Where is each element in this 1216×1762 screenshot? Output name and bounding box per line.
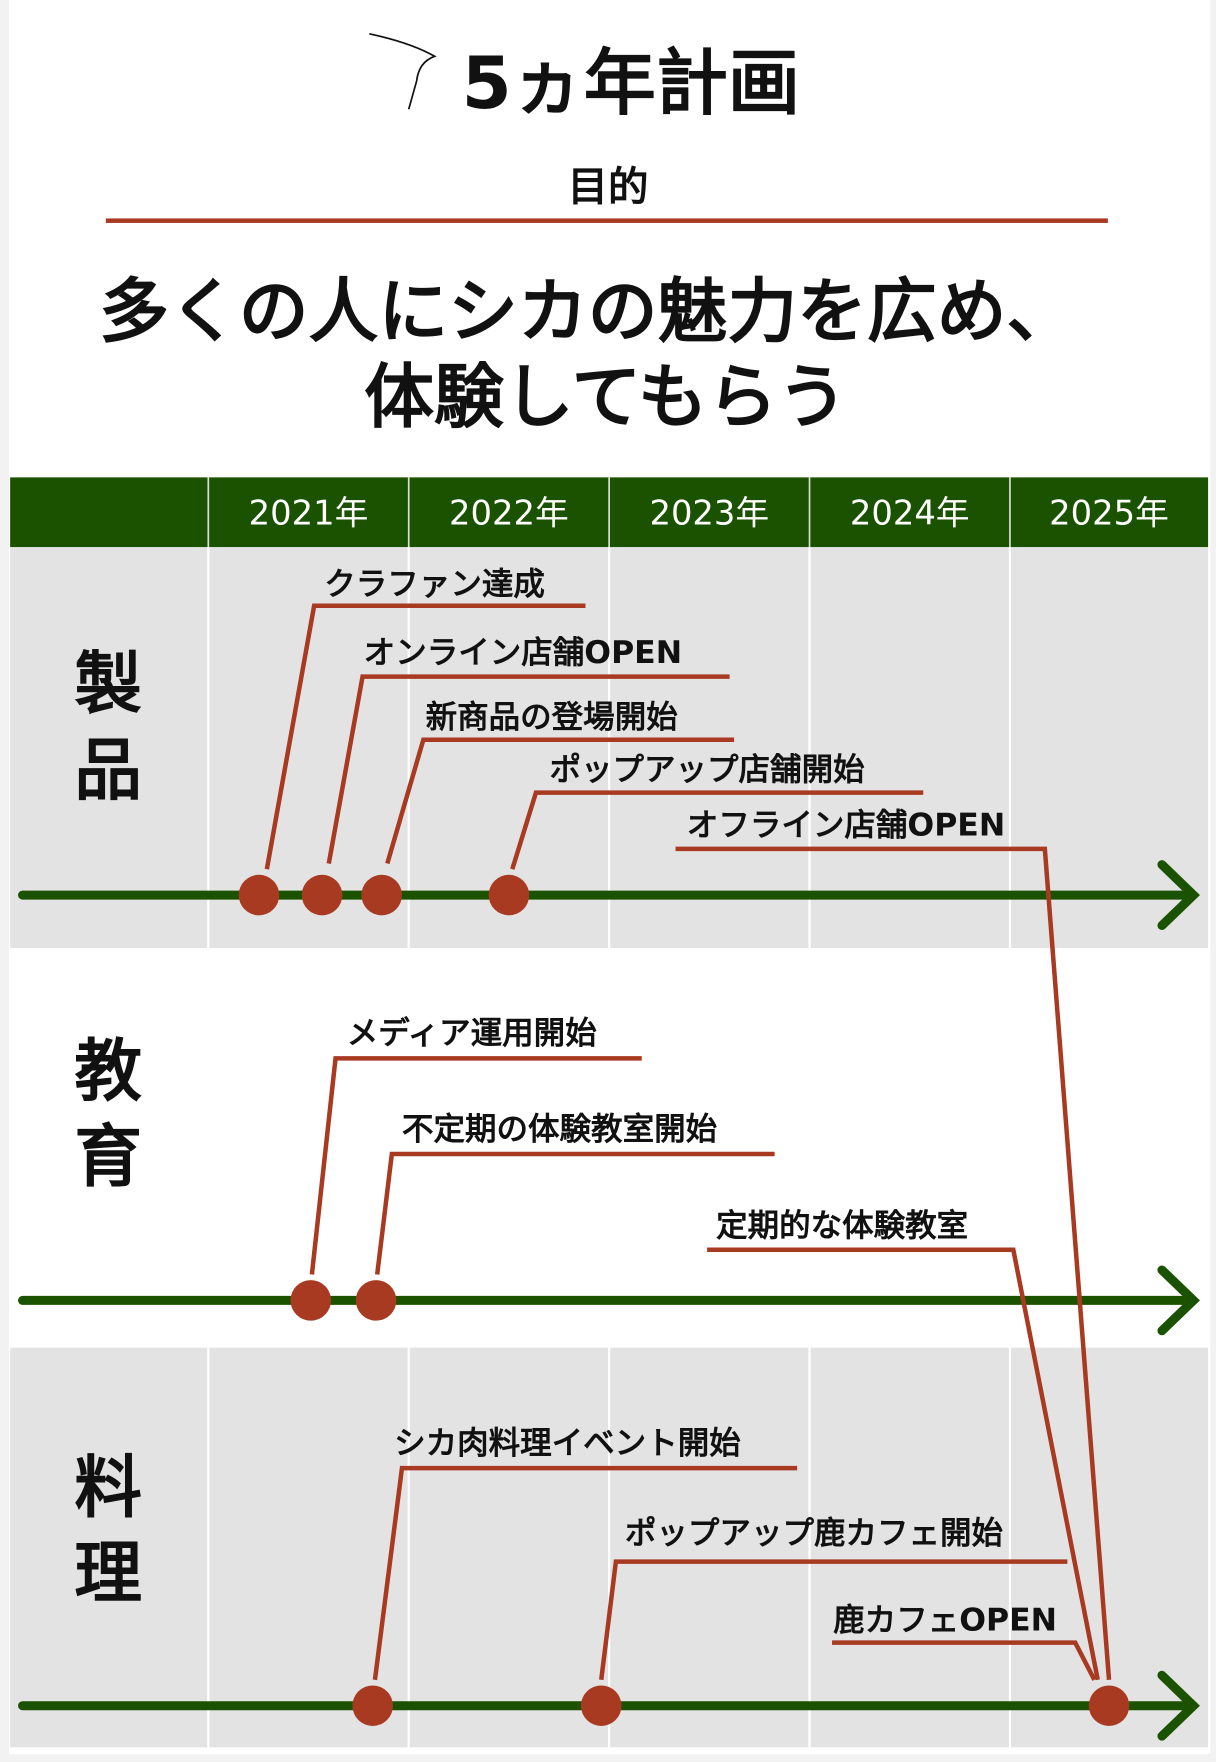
purpose-line-2: 体験してもらう [364, 357, 847, 438]
row-label-cooking-1: 料 [74, 1448, 142, 1527]
leader-lines [264, 603, 1112, 1681]
year-2024: 2024年 [850, 494, 970, 533]
event-label: シカ肉料理イベント開始 [394, 1426, 741, 1462]
purpose-label: 目的 [567, 162, 648, 210]
year-2021: 2021年 [249, 494, 369, 533]
event-label: 鹿カフェOPEN [833, 1602, 1057, 1638]
event-label: 新商品の登場開始 [426, 699, 679, 735]
event-label: クラファン達成 [324, 566, 545, 602]
grid-lines [207, 547, 1012, 1748]
event-label: メディア運用開始 [347, 1015, 597, 1052]
event-label: 不定期の体験教室開始 [402, 1110, 718, 1147]
row-label-education-1: 教 [74, 1031, 142, 1110]
event-label: ポップアップ店舗開始 [549, 752, 865, 788]
row-label-education-2: 育 [74, 1117, 142, 1196]
event-label: 定期的な体験教室 [716, 1207, 968, 1244]
row-label-products-1: 製 [74, 644, 142, 723]
purpose-line-1: 多くの人にシカの魅力を広め、 [99, 272, 1076, 353]
year-header: 2021年 2022年 2023年 2024年 2025年 [10, 477, 1209, 548]
year-2025: 2025年 [1049, 494, 1169, 533]
event-label: オフライン店舗OPEN [687, 807, 1005, 843]
hand-drawn-flourish-icon [369, 32, 437, 110]
event-label: ポップアップ鹿カフェ開始 [625, 1516, 1004, 1552]
year-2023: 2023年 [649, 494, 769, 533]
milestone-dots [238, 874, 1130, 1726]
year-2022: 2022年 [449, 494, 569, 533]
row-label-products-2: 品 [74, 731, 142, 810]
event-label: オンライン店舗OPEN [364, 635, 682, 671]
row-label-cooking-2: 理 [74, 1533, 142, 1612]
purpose-divider [105, 218, 1108, 223]
page-title: 5ヵ年計画 [462, 41, 800, 125]
